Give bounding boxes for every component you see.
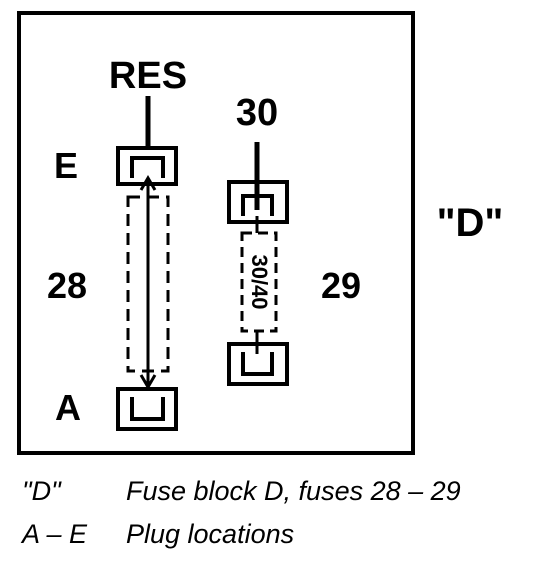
terminal-30-label: 30 — [236, 92, 278, 134]
res-label: RES — [109, 55, 187, 97]
fuse-29-rating: 30/40 — [247, 254, 272, 309]
plug-a-label: A — [55, 387, 81, 428]
plug-a — [116, 387, 178, 431]
fuse-29-number: 29 — [321, 265, 361, 306]
fuse-block-frame — [17, 11, 415, 455]
block-label: "D" — [437, 201, 504, 245]
plug-e-label: E — [54, 145, 78, 186]
fuse-29-bottom-plug — [227, 342, 289, 386]
fuse-28-number: 28 — [47, 265, 87, 306]
legend-key: "D" — [22, 476, 61, 506]
legend-description: Fuse block D, fuses 28 – 29 — [126, 476, 461, 506]
legend-key: A – E — [22, 519, 88, 549]
legend-description: Plug locations — [126, 519, 295, 549]
fuse-29 — [240, 216, 278, 354]
fuse-28 — [126, 175, 170, 390]
